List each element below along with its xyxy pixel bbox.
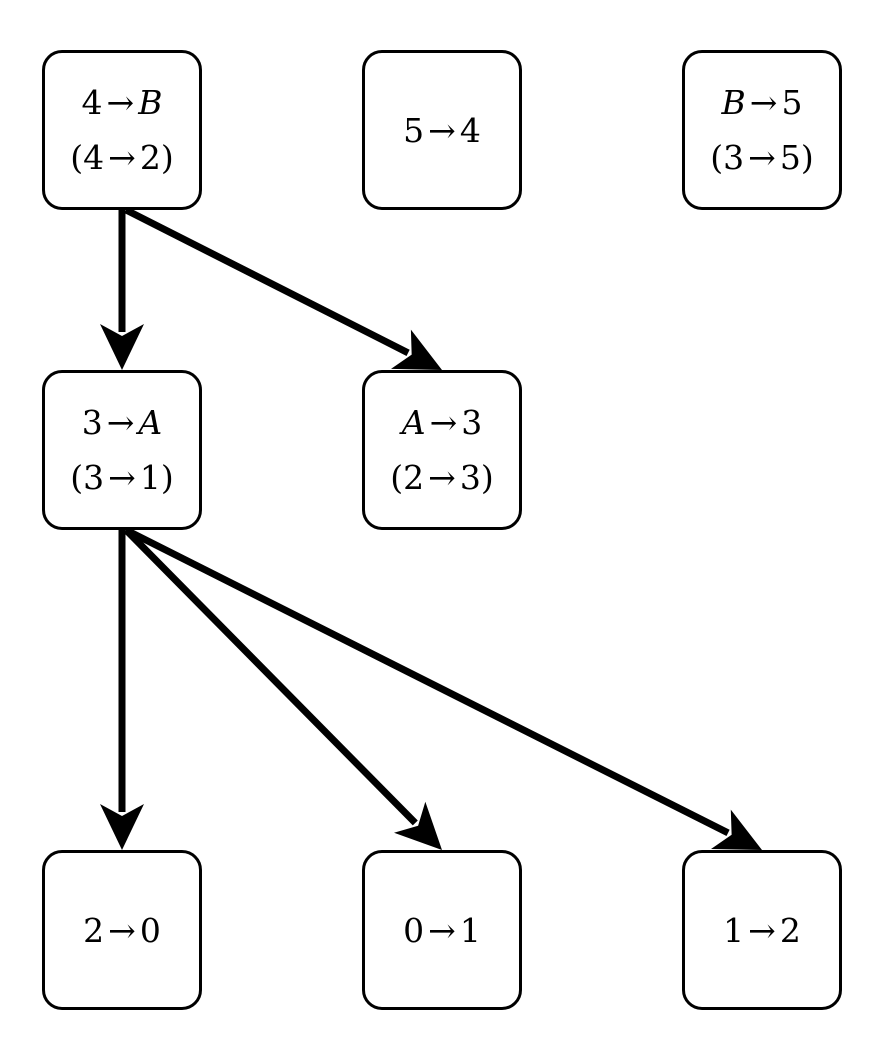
edge-n4B-nA3 <box>124 206 442 370</box>
node-nB5: B→5 (3→5) <box>682 50 842 210</box>
edge-line <box>124 206 410 356</box>
node-n20: 2→0 <box>42 850 202 1010</box>
node-n3A: 3→A (3→1) <box>42 370 202 530</box>
arrowhead-icon <box>394 801 442 850</box>
arrowhead-icon <box>100 324 144 370</box>
node-label: B→5 <box>721 83 803 122</box>
arrowhead-icon <box>100 804 144 850</box>
arrowhead-icon <box>391 329 442 370</box>
node-n01: 0→1 <box>362 850 522 1010</box>
node-n12: 1→2 <box>682 850 842 1010</box>
node-label: 2→0 <box>83 910 161 950</box>
node-label: 3→A <box>81 403 163 442</box>
edge-n3A-n01 <box>123 527 442 850</box>
edge-line <box>124 526 730 837</box>
edge-n4B-n3A <box>100 210 144 370</box>
node-nA3: A→3 (2→3) <box>362 370 522 530</box>
node-sublabel: (3→1) <box>70 458 174 497</box>
node-n54: 5→4 <box>362 50 522 210</box>
node-sublabel: (2→3) <box>390 458 494 497</box>
node-n4B: 4→B (4→2) <box>42 50 202 210</box>
node-label: 1→2 <box>723 910 801 950</box>
edge-line <box>123 527 418 826</box>
node-sublabel: (4→2) <box>70 138 174 177</box>
node-sublabel: (3→5) <box>710 138 814 177</box>
node-label: 0→1 <box>403 910 481 950</box>
node-label: A→3 <box>401 403 483 442</box>
node-label: 4→B <box>81 83 163 122</box>
edge-n3A-n12 <box>124 526 762 850</box>
arrowhead-icon <box>711 809 762 850</box>
edges-layer <box>100 206 762 850</box>
edge-n3A-n20 <box>100 530 144 850</box>
node-label: 5→4 <box>403 110 481 150</box>
